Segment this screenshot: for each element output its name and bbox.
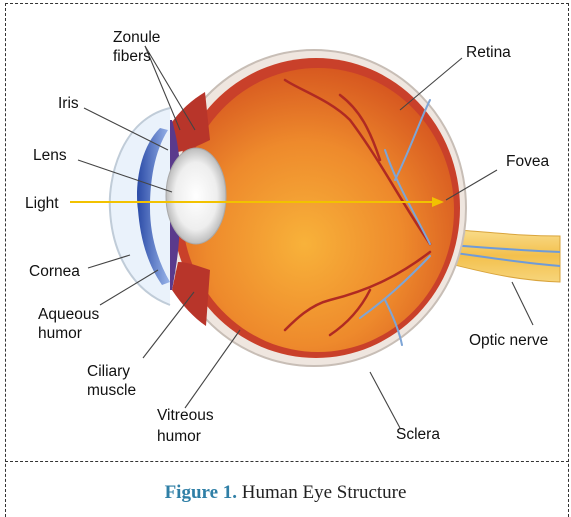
- figure-number: Figure 1.: [165, 482, 237, 503]
- label-cornea: Cornea: [29, 262, 80, 281]
- label-zonule-fibers-1: Zonule: [113, 28, 160, 47]
- label-aqueous-humor-1: Aqueous: [38, 305, 99, 324]
- ciliary-body-bottom: [172, 262, 210, 326]
- figure-caption: Figure 1. Human Eye Structure: [0, 482, 571, 504]
- figure-title: Human Eye Structure: [242, 482, 407, 503]
- label-vitreous-humor-1: Vitreous: [157, 406, 214, 425]
- label-ciliary-muscle-2: muscle: [87, 381, 136, 400]
- label-vitreous-humor-2: humor: [157, 427, 201, 446]
- label-sclera: Sclera: [396, 425, 440, 444]
- label-iris: Iris: [58, 94, 79, 113]
- label-ciliary-muscle-1: Ciliary: [87, 362, 130, 381]
- label-retina: Retina: [466, 43, 511, 62]
- label-lens: Lens: [33, 146, 67, 165]
- lens: [166, 148, 226, 244]
- label-optic-nerve: Optic nerve: [469, 331, 548, 350]
- label-light: Light: [25, 194, 59, 213]
- label-fovea: Fovea: [506, 152, 549, 171]
- label-zonule-fibers-2: fibers: [113, 47, 151, 66]
- label-aqueous-humor-2: humor: [38, 324, 82, 343]
